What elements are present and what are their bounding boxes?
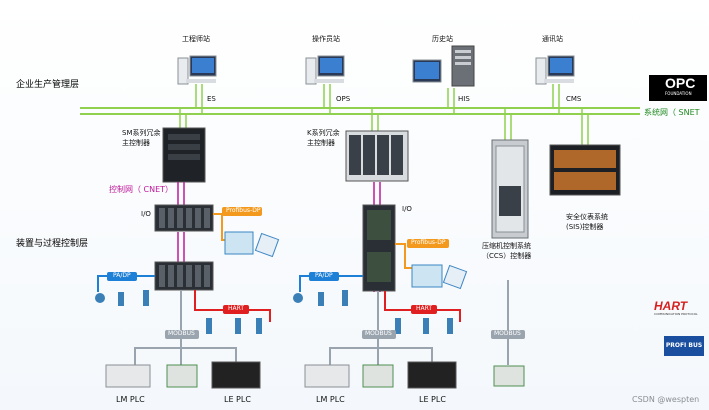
ccs-label-1: 压缩机控制系统 xyxy=(482,242,531,250)
layer-enterprise-label: 企业生产管理层 xyxy=(16,80,80,90)
workstation-cms xyxy=(535,55,575,85)
profibus-devices-left xyxy=(224,231,280,258)
plc-lm-1 xyxy=(105,364,151,388)
cms-top-label: 通讯站 xyxy=(542,35,563,43)
profibus-logo: PROFI BUS xyxy=(664,336,704,356)
profibus-devices-right xyxy=(411,264,468,290)
k-controller-label-1: K系列冗余 xyxy=(307,129,340,137)
pa-dp-tag-1 xyxy=(107,272,137,281)
modbus-tag-3-label: MODBUS xyxy=(494,330,521,337)
pa-dp-tag-2 xyxy=(309,272,339,281)
pa-dp-tag-1-label: PA/DP xyxy=(113,272,131,279)
profibus-tag-1 xyxy=(222,207,262,216)
his-bottom-label: HIS xyxy=(458,95,470,103)
es-top-label: 工程师站 xyxy=(182,35,210,43)
cms-bottom-label: CMS xyxy=(566,95,582,103)
cnet-label: 控制网（ CNET） xyxy=(109,185,174,194)
hart-tag-1 xyxy=(223,305,249,314)
workstation-es xyxy=(177,55,217,85)
hart-logo: HART COMMUNICATION PROTOCOL xyxy=(654,300,706,320)
pa-dp-instruments xyxy=(95,290,348,306)
pa-dp-tag-2-label: PA/DP xyxy=(315,272,333,279)
modbus-lines xyxy=(134,280,509,365)
station-drops xyxy=(179,84,589,145)
io-rack-left-1 xyxy=(154,204,214,232)
hart-instruments xyxy=(206,318,453,334)
ops-bottom-label: OPS xyxy=(336,95,351,103)
opc-logo-text: OPC xyxy=(665,75,696,91)
lm-plc-label-2: LM PLC xyxy=(316,395,345,404)
his-top-label: 历史站 xyxy=(432,35,453,43)
hart-logo-subtext: COMMUNICATION PROTOCOL xyxy=(654,312,698,316)
modbus-tag-1-label: MODBUS xyxy=(168,330,195,337)
opc-logo-subtext: FOUNDATION xyxy=(665,91,692,96)
sis-rack xyxy=(549,144,621,196)
k-controller xyxy=(345,130,409,182)
plc-mid-2 xyxy=(362,364,394,388)
modbus-tag-2-label: MODBUS xyxy=(365,330,392,337)
io-rack-left-2 xyxy=(154,261,214,291)
le-plc-label-2: LE PLC xyxy=(419,395,446,404)
ops-top-label: 操作员站 xyxy=(312,35,340,43)
profibus-tag-1-label: Profibus-DP xyxy=(226,207,261,214)
hart-tag-2-label: HART xyxy=(416,305,433,312)
io-rack-right xyxy=(362,204,396,292)
plc-le-1 xyxy=(211,361,261,389)
ccs-cabinet xyxy=(491,139,529,239)
modbus-tag-3 xyxy=(491,330,525,339)
hart-tag-2 xyxy=(411,305,437,314)
hart-logo-text: HART xyxy=(654,299,688,313)
profibus-tag-2 xyxy=(407,239,449,248)
es-bottom-label: ES xyxy=(207,95,216,103)
plc-mid-1 xyxy=(166,364,198,388)
modbus-tag-2 xyxy=(362,330,396,339)
sis-label-2: (SIS)控制器 xyxy=(566,223,604,231)
lm-plc-label-1: LM PLC xyxy=(116,395,145,404)
layer-process-label: 装置与过程控制层 xyxy=(16,239,89,249)
sm-controller-label-2: 主控制器 xyxy=(122,139,150,147)
workstation-his xyxy=(412,45,475,87)
sm-controller-label-1: SM系列冗余 xyxy=(122,129,161,137)
plc-le-2 xyxy=(407,361,457,389)
io-label-right: I/O xyxy=(402,205,412,213)
hart-tag-1-label: HART xyxy=(228,305,245,312)
workstation-ops xyxy=(305,55,345,85)
watermark: CSDN @wespten xyxy=(632,395,700,404)
le-plc-label-1: LE PLC xyxy=(224,395,251,404)
plc-lm-2 xyxy=(304,364,350,388)
snet-label: 系统网（ SNET xyxy=(644,108,700,117)
profibus-tag-2-label: Profibus-DP xyxy=(411,239,446,246)
opc-foundation-logo: OPC FOUNDATION xyxy=(648,74,708,102)
sm-controller xyxy=(162,127,206,183)
k-controller-label-2: 主控制器 xyxy=(307,139,335,147)
modbus-tag-1 xyxy=(165,330,199,339)
io-label-left: I/O xyxy=(141,210,151,218)
sis-label-1: 安全仪表系统 xyxy=(566,213,608,221)
plc-ccs xyxy=(493,365,525,387)
ccs-label-2: （CCS）控制器 xyxy=(482,252,532,260)
